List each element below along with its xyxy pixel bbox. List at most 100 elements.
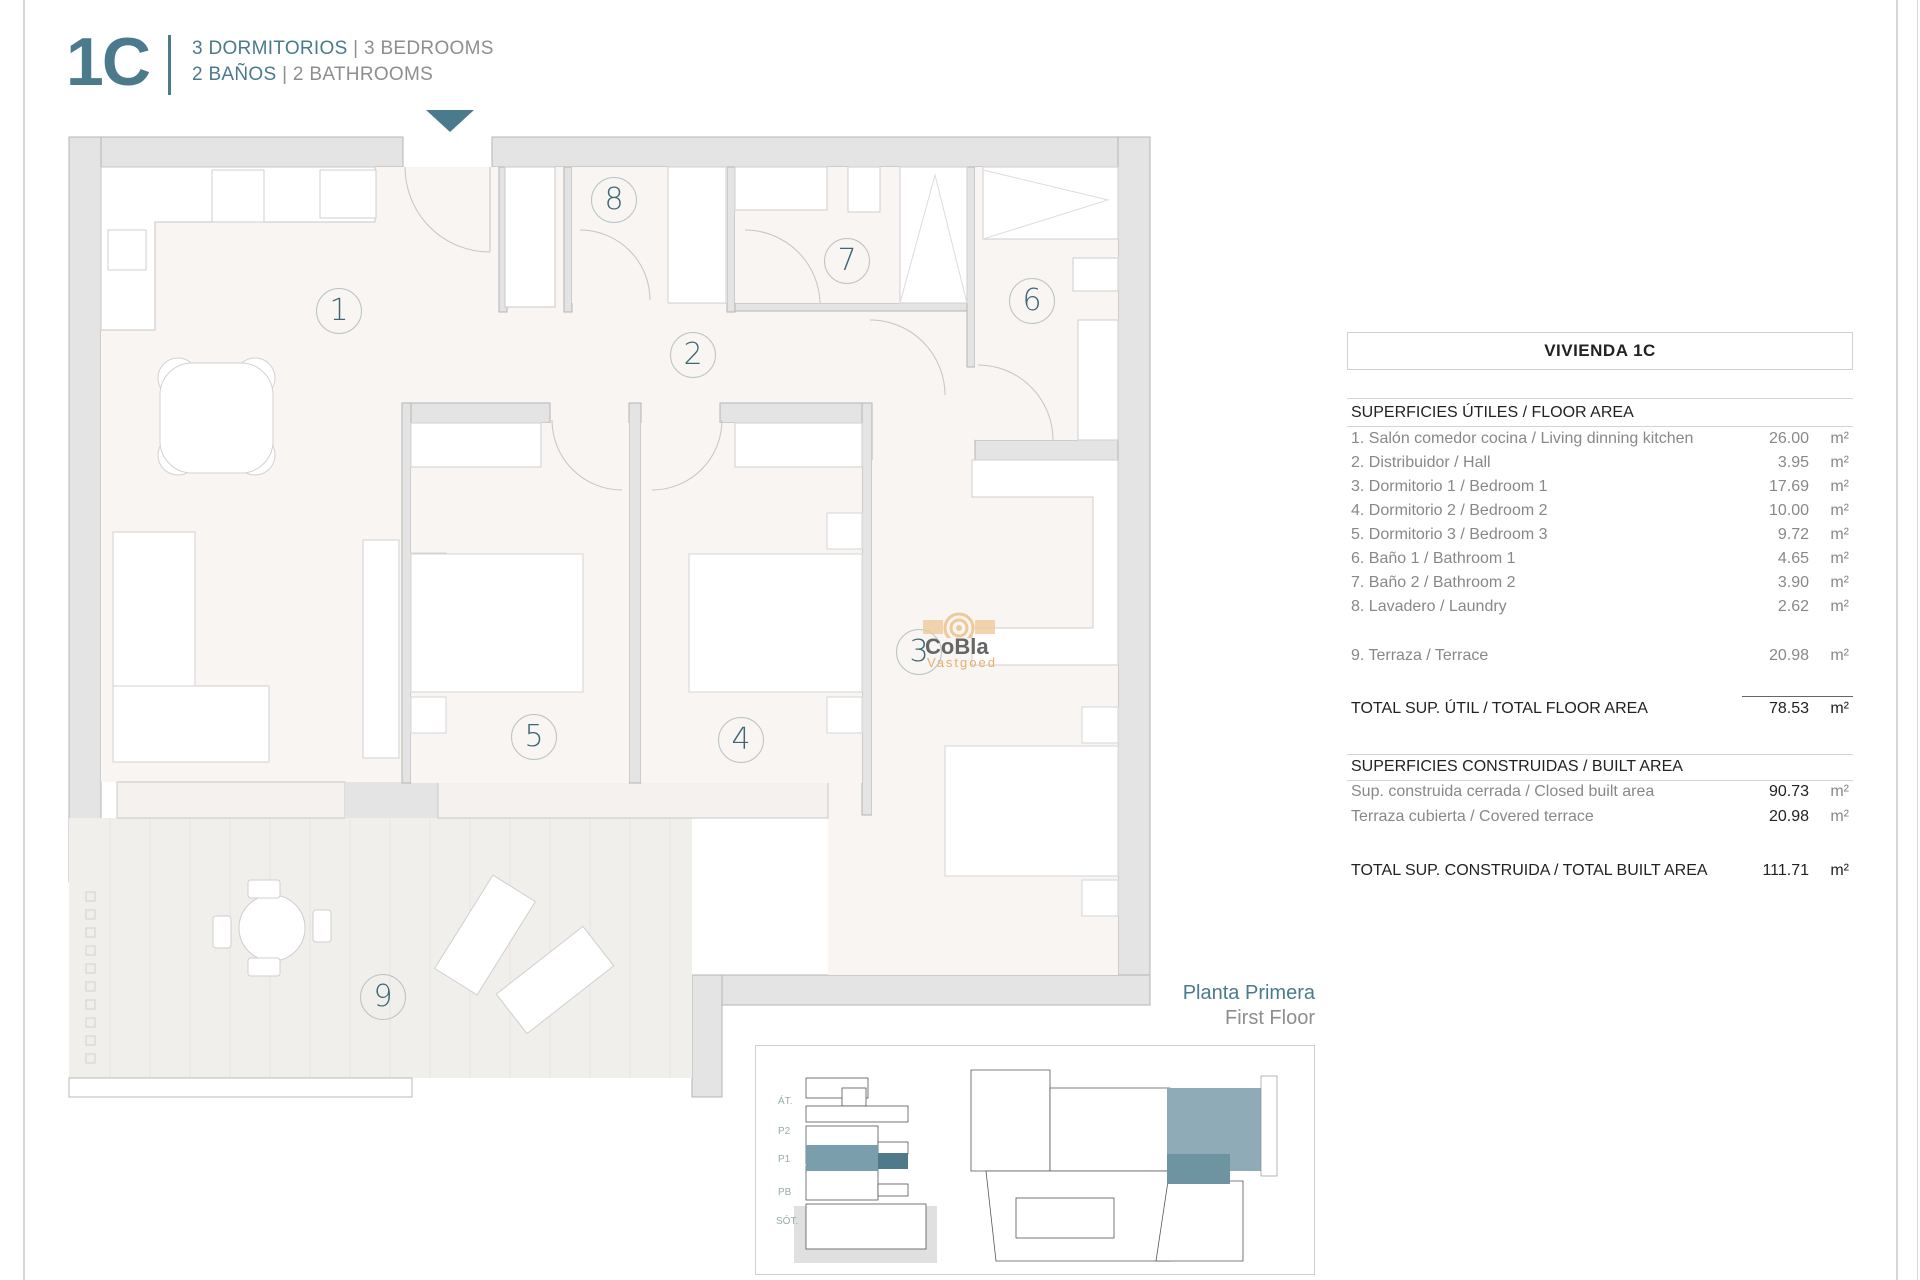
row-label: 5. Dormitorio 3 / Bedroom 3 (1351, 526, 1548, 543)
row-unit: m² (1830, 454, 1849, 471)
row-unit: m² (1830, 550, 1849, 567)
row-value: 111.71 (1762, 862, 1809, 879)
row-label: 7. Baño 2 / Bathroom 2 (1351, 574, 1516, 591)
row-label: TOTAL SUP. CONSTRUIDA / TOTAL BUILT AREA (1351, 862, 1708, 879)
room-number-3: 3 (896, 629, 942, 675)
key-plan-inset: ÁT. P2 P1 PB SÓT. (755, 1045, 1315, 1275)
separator: | (353, 38, 359, 59)
section-heading: SUPERFICIES CONSTRUIDAS / BUILT AREA (1351, 758, 1683, 775)
room-number-8: 8 (591, 177, 637, 223)
row-unit: m² (1830, 574, 1849, 591)
bathrooms-spec: 2 BAÑOS | 2 BATHROOMS (192, 64, 433, 86)
watermark-logo-icon (923, 612, 995, 644)
bathrooms-es: 2 BAÑOS (192, 64, 277, 85)
divider (1347, 780, 1853, 781)
row-label: 2. Distribuidor / Hall (1351, 454, 1491, 471)
row-value: 17.69 (1768, 478, 1809, 495)
area-table: VIVIENDA 1C SUPERFICIES ÚTILES / FLOOR A… (1347, 332, 1853, 879)
table-row: 6. Baño 1 / Bathroom 1 4.65 m² (1347, 550, 1853, 574)
row-unit: m² (1830, 808, 1849, 825)
table-row: 4. Dormitorio 2 / Bedroom 2 10.00 m² (1347, 502, 1853, 526)
row-value: 10.00 (1768, 502, 1809, 519)
row-unit: m² (1830, 700, 1849, 717)
room-number-9: 9 (360, 974, 406, 1020)
table-row: 8. Lavadero / Laundry 2.62 m² (1347, 598, 1853, 622)
table-row: Sup. construida cerrada / Closed built a… (1347, 783, 1853, 807)
row-unit: m² (1830, 502, 1849, 519)
row-value: 20.98 (1768, 647, 1809, 664)
table-row: 2. Distribuidor / Hall 3.95 m² (1347, 454, 1853, 478)
bathrooms-en: 2 BATHROOMS (292, 64, 434, 85)
row-label: 3. Dormitorio 1 / Bedroom 1 (1351, 478, 1548, 495)
watermark-sub: Vastgoed (927, 655, 997, 670)
row-value: 20.98 (1768, 808, 1809, 825)
table-row: 3. Dormitorio 1 / Bedroom 1 17.69 m² (1347, 478, 1853, 502)
level-label-pb: PB (778, 1187, 792, 1198)
table-row: 1. Salón comedor cocina / Living dinning… (1347, 430, 1853, 454)
row-value: 3.90 (1777, 574, 1809, 591)
table-row: 7. Baño 2 / Bathroom 2 3.90 m² (1347, 574, 1853, 598)
table-title: VIVIENDA 1C (1347, 332, 1853, 370)
section-heading: SUPERFICIES ÚTILES / FLOOR AREA (1351, 404, 1634, 421)
room-number-5: 5 (511, 714, 557, 760)
title-divider (168, 35, 171, 95)
divider (1347, 426, 1853, 427)
row-value: 90.73 (1768, 783, 1809, 800)
row-unit: m² (1830, 598, 1849, 615)
row-label: TOTAL SUP. ÚTIL / TOTAL FLOOR AREA (1351, 700, 1648, 717)
floor-label-es: Planta Primera (1182, 982, 1315, 1004)
separator: | (282, 64, 288, 85)
row-value: 2.62 (1777, 598, 1809, 615)
room-number-2: 2 (670, 332, 716, 378)
room-number-4: 4 (718, 717, 764, 763)
floor-area-header: SUPERFICIES ÚTILES / FLOOR AREA (1347, 404, 1853, 428)
page-border-left (23, 0, 25, 1280)
room-number-1: 1 (316, 288, 362, 334)
row-unit: m² (1830, 478, 1849, 495)
row-label: 9. Terraza / Terrace (1351, 647, 1489, 664)
bedrooms-spec: 3 DORMITORIOS | 3 BEDROOMS (192, 38, 494, 60)
row-value: 9.72 (1777, 526, 1809, 543)
level-label-basement: SÓT. (776, 1216, 799, 1227)
page-border-right (1896, 0, 1898, 1280)
table-row: 5. Dormitorio 3 / Bedroom 3 9.72 m² (1347, 526, 1853, 550)
row-unit: m² (1830, 647, 1849, 664)
level-label-attic: ÁT. (778, 1096, 793, 1107)
total-floor-row: TOTAL SUP. ÚTIL / TOTAL FLOOR AREA 78.53… (1347, 700, 1853, 724)
row-unit: m² (1830, 526, 1849, 543)
table-row: Terraza cubierta / Covered terrace 20.98… (1347, 808, 1853, 832)
row-value: 78.53 (1768, 700, 1809, 717)
row-label: 6. Baño 1 / Bathroom 1 (1351, 550, 1516, 567)
row-unit: m² (1830, 430, 1849, 447)
row-label: Sup. construida cerrada / Closed built a… (1351, 783, 1655, 800)
row-value: 26.00 (1768, 430, 1809, 447)
bedrooms-en: 3 BEDROOMS (364, 38, 494, 59)
total-built-row: TOTAL SUP. CONSTRUIDA / TOTAL BUILT AREA… (1347, 862, 1853, 886)
level-label-p1: P1 (778, 1154, 791, 1165)
row-value: 4.65 (1777, 550, 1809, 567)
row-label: 8. Lavadero / Laundry (1351, 598, 1507, 615)
divider (1347, 754, 1853, 755)
key-plan-drawing (794, 1069, 1278, 1263)
room-number-6: 6 (1009, 278, 1055, 324)
unit-code: 1C (66, 24, 151, 100)
table-row: 9. Terraza / Terrace 20.98 m² (1347, 647, 1853, 671)
row-unit: m² (1830, 862, 1849, 879)
row-unit: m² (1830, 783, 1849, 800)
floor-label-en: First Floor (1225, 1007, 1315, 1029)
built-area-header: SUPERFICIES CONSTRUIDAS / BUILT AREA (1347, 758, 1853, 782)
row-label: 4. Dormitorio 2 / Bedroom 2 (1351, 502, 1548, 519)
bedrooms-es: 3 DORMITORIOS (192, 38, 348, 59)
page-border-outer (1917, 0, 1918, 1280)
row-label: 1. Salón comedor cocina / Living dinning… (1351, 430, 1694, 447)
room-number-7: 7 (824, 238, 870, 284)
floor-plan-drawing (68, 136, 1151, 1098)
row-value: 3.95 (1777, 454, 1809, 471)
watermark-brand: CoBla (925, 634, 989, 659)
row-label: Terraza cubierta / Covered terrace (1351, 808, 1594, 825)
total-divider (1742, 696, 1853, 697)
entrance-arrow-icon (426, 110, 474, 132)
divider (1347, 398, 1853, 399)
level-label-p2: P2 (778, 1126, 791, 1137)
floor-plan: 1 2 3 4 5 6 7 8 9 CoBla Vastgoed (68, 136, 1151, 1098)
